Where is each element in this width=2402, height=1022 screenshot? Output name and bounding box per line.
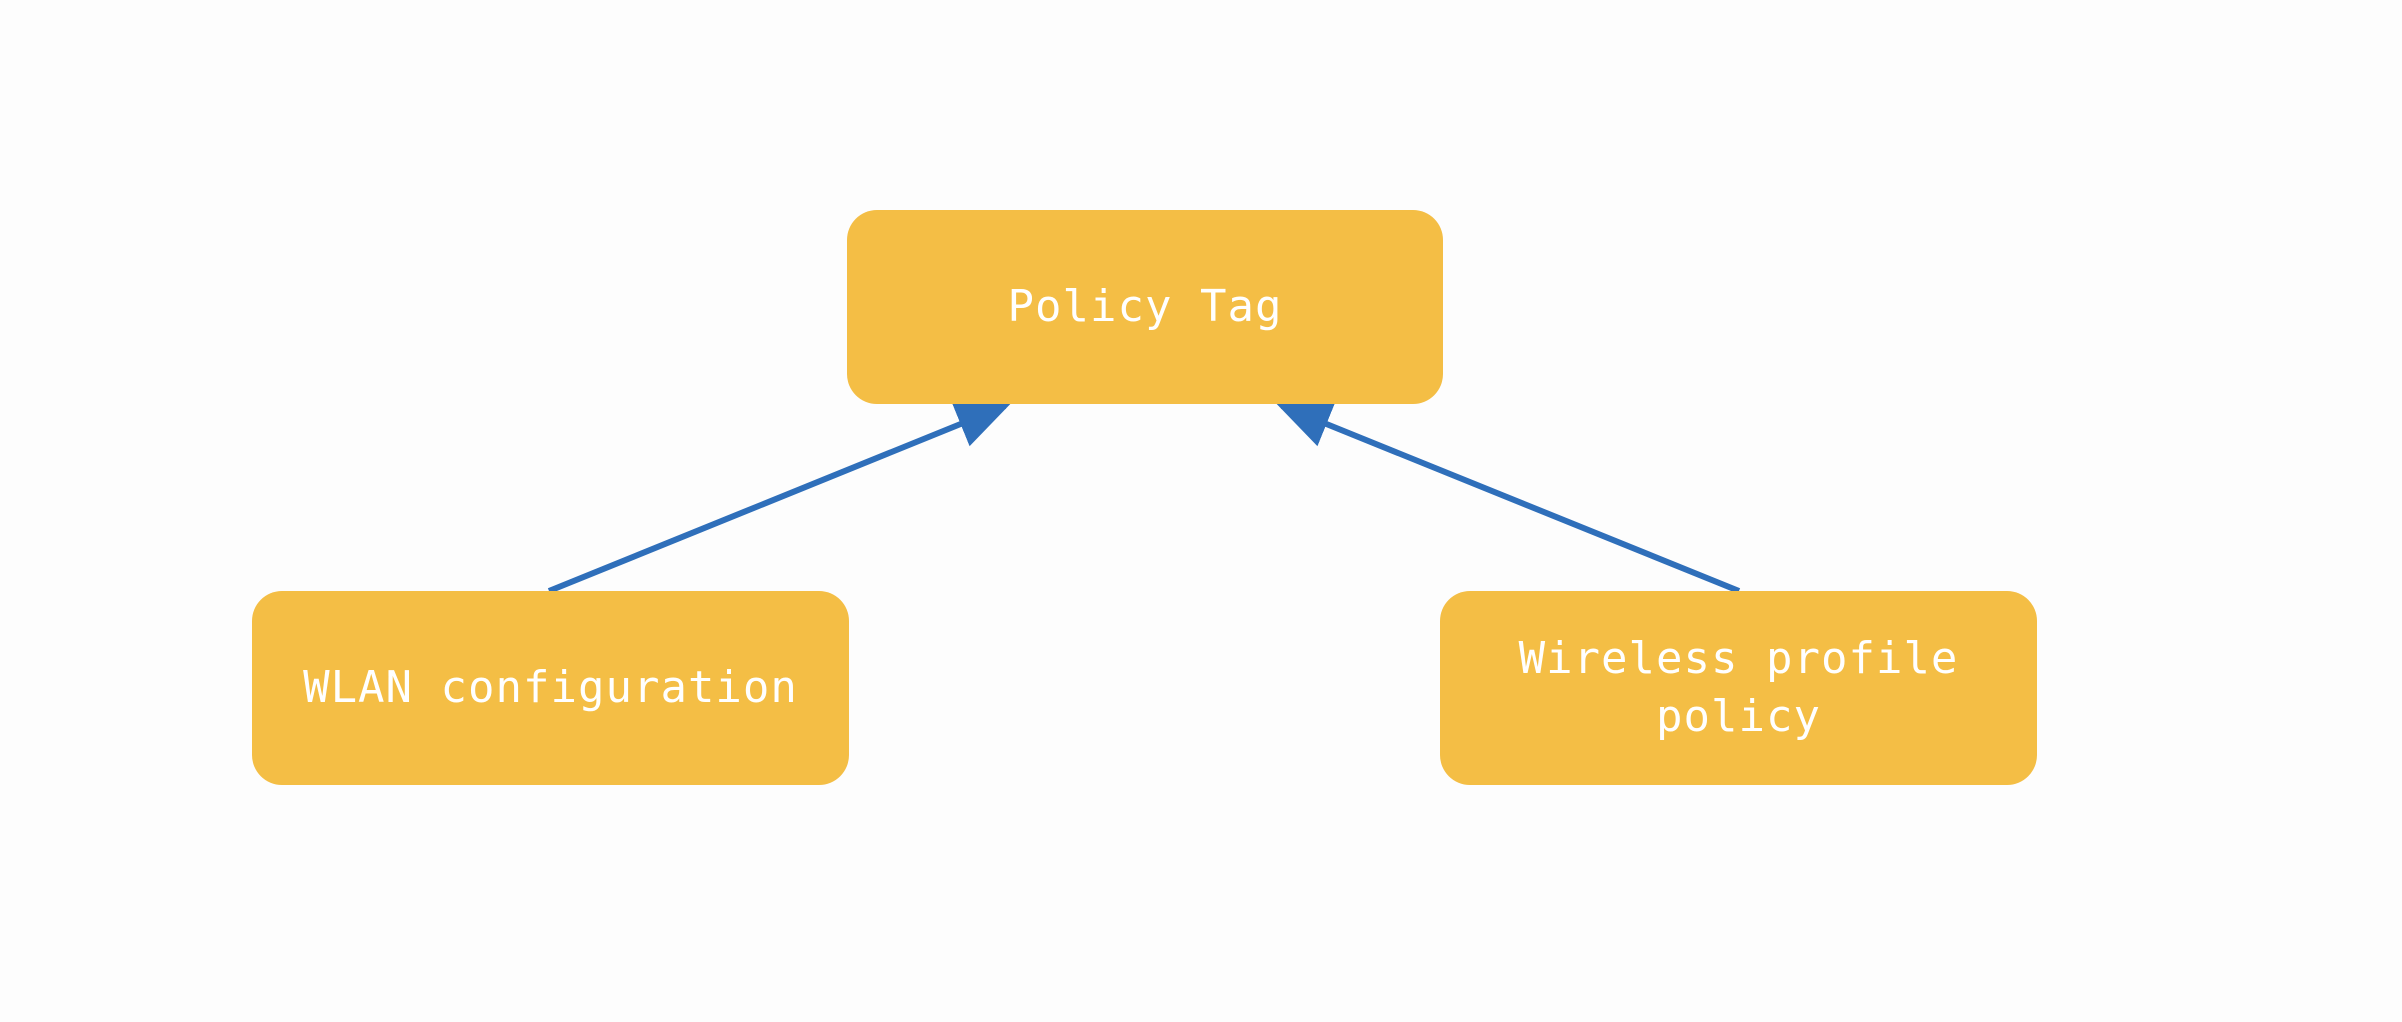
policy-tag-node: Policy Tag: [847, 210, 1443, 404]
policy-tag-label: Policy Tag: [1007, 281, 1283, 332]
arrow-wireless-to-policy-tag: [1276, 401, 1741, 594]
wireless-profile-policy-node: Wireless profile policy: [1440, 591, 2037, 785]
wireless-profile-policy-label: Wireless profile policy: [1518, 633, 1959, 742]
wlan-configuration-label: WLAN configuration: [303, 662, 798, 713]
arrow-wlan-to-policy-tag: [547, 401, 1011, 594]
wlan-configuration-node: WLAN configuration: [252, 591, 849, 785]
